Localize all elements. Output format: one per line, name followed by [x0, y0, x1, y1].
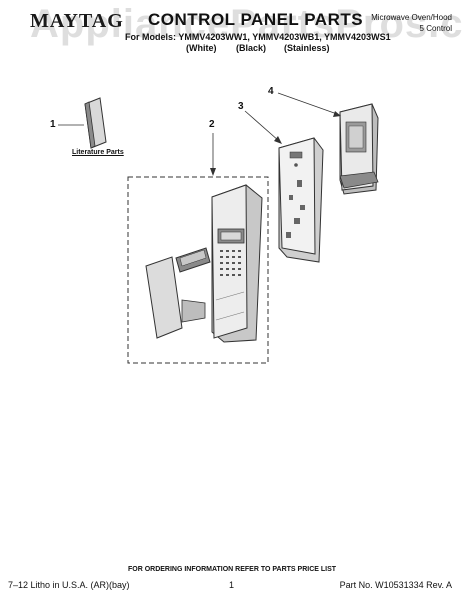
- models-line: For Models: YMMV4203WW1, YMMV4203WB1, YM…: [125, 32, 391, 42]
- page-number: 1: [229, 580, 235, 590]
- callout-2: 2: [209, 119, 215, 130]
- rear-bracket: [277, 92, 379, 195]
- callout-4: 4: [268, 86, 274, 97]
- label-strip: [175, 247, 211, 273]
- literature-parts-label: Literature Parts: [72, 149, 124, 156]
- brand-logo: MAYTAG: [30, 10, 124, 32]
- part-number: Part No. W10531334 Rev. A: [339, 580, 452, 590]
- product-type: Microwave Oven/Hood: [371, 13, 452, 22]
- control-panel: [211, 184, 263, 343]
- callout-3: 3: [238, 101, 244, 112]
- page-title: CONTROL PANEL PARTS: [148, 10, 364, 29]
- page-code: 5 Control: [419, 24, 452, 33]
- membrane-switch: [145, 256, 206, 339]
- assembly-box-2: [127, 133, 269, 364]
- variant-white: (White): [186, 43, 217, 53]
- panel-bracket: [244, 110, 324, 263]
- ordering-note: FOR ORDERING INFORMATION REFER TO PARTS …: [127, 566, 337, 573]
- literature-booklet: [58, 97, 107, 149]
- variant-stainless: (Stainless): [284, 43, 330, 53]
- leader-line-4: [277, 92, 338, 115]
- variant-black: (Black): [236, 43, 267, 53]
- leader-line-3: [244, 110, 280, 142]
- litho-info: 7–12 Litho in U.S.A. (AR)(bay): [8, 580, 130, 590]
- callout-1: 1: [50, 119, 56, 130]
